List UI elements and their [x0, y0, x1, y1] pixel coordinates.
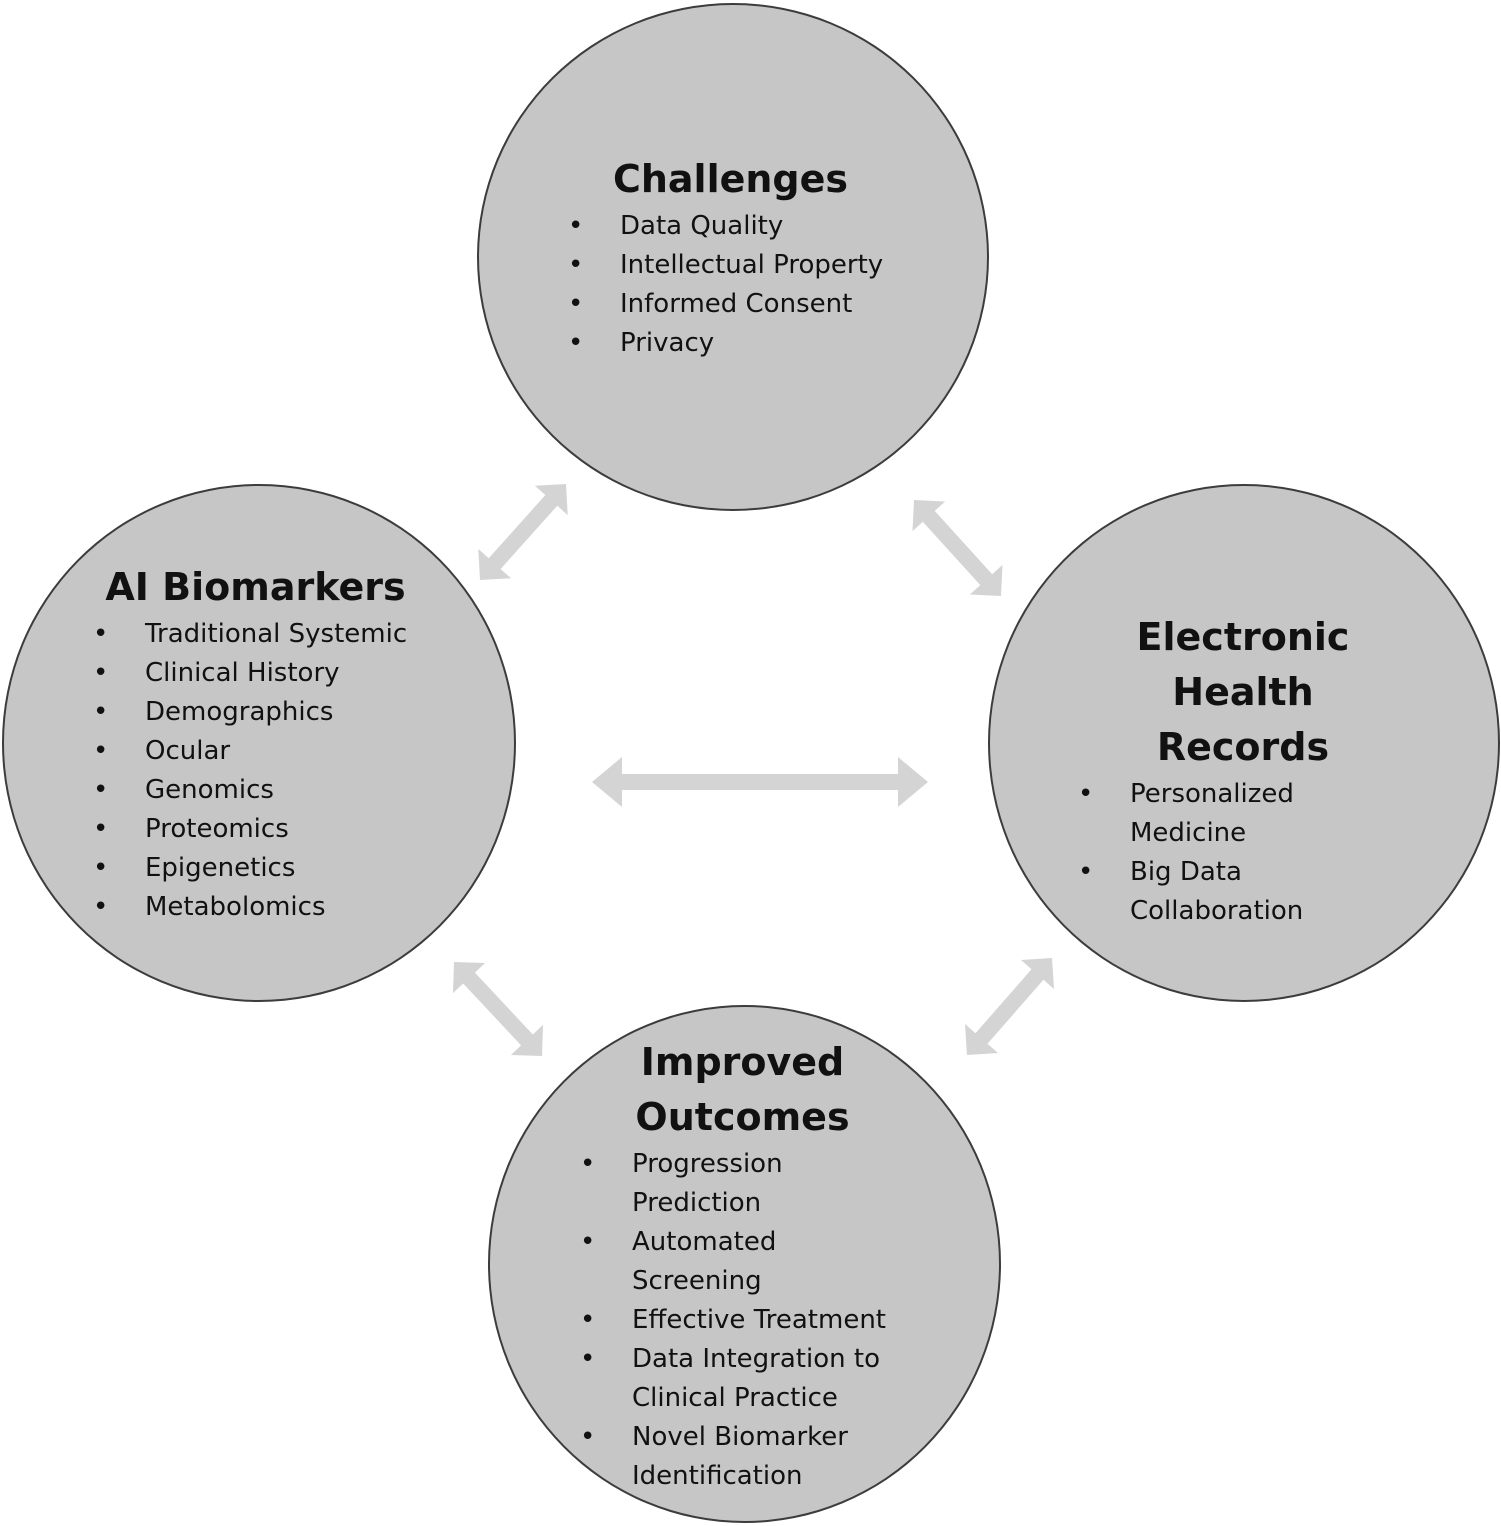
list-item: Proteomics — [93, 810, 453, 849]
list-item: Novel Biomarker Identification — [580, 1418, 920, 1496]
list-item-line1: Big Data — [1130, 857, 1242, 887]
ehr-title-line1: Electronic Health — [1136, 615, 1350, 714]
list-item: Demographics — [93, 693, 453, 732]
list-item-line2: Clinical Practice — [632, 1383, 838, 1413]
list-item: Privacy — [568, 324, 928, 363]
bidirectional-arrow-challenges-ehr — [912, 500, 1003, 596]
list-item: Informed Consent — [568, 285, 928, 324]
list-item-line1: Personalized — [1130, 779, 1294, 809]
list-item: Epigenetics — [93, 849, 453, 888]
ehr-list: Personalized Medicine Big Data Collabora… — [1078, 775, 1438, 931]
list-item: Effective Treatment — [580, 1301, 920, 1340]
ai-biomarkers-title: AI Biomarkers — [105, 565, 406, 609]
improved-outcomes-list: Progression Prediction Automated Screeni… — [580, 1145, 920, 1496]
list-item-line1: Novel Biomarker — [632, 1422, 848, 1452]
challenges-list: Data Quality Intellectual Property Infor… — [568, 207, 928, 363]
list-item: Big Data Collaboration — [1078, 853, 1438, 931]
list-item-line1: Effective Treatment — [632, 1305, 886, 1335]
list-item-line1: Data Integration to — [632, 1344, 880, 1374]
list-item: Automated Screening — [580, 1223, 920, 1301]
list-item: Data Integration to Clinical Practice — [580, 1340, 920, 1418]
bidirectional-arrow-ehr-improved-outcomes — [965, 958, 1054, 1055]
ehr-title-line2: Records — [1156, 725, 1330, 769]
improved-outcomes-title: Improved Outcomes — [580, 1035, 905, 1145]
list-item: Metabolomics — [93, 888, 453, 927]
list-item: Progression Prediction — [580, 1145, 920, 1223]
list-item: Genomics — [93, 771, 453, 810]
list-item: Data Quality — [568, 207, 928, 246]
list-item: Clinical History — [93, 654, 453, 693]
ehr-node: Electronic Health Records Personalized M… — [1078, 610, 1438, 931]
improved-outcomes-title-line2: Outcomes — [635, 1095, 850, 1139]
list-item-line1: Progression — [632, 1149, 783, 1179]
list-item-line2: Collaboration — [1130, 896, 1304, 926]
list-item-line2: Medicine — [1130, 818, 1247, 848]
list-item: Personalized Medicine — [1078, 775, 1438, 853]
bidirectional-arrow-ai-biomarkers-improved-outcomes — [453, 962, 543, 1056]
improved-outcomes-title-line1: Improved — [640, 1040, 845, 1084]
ai-biomarkers-node: AI Biomarkers Traditional Systemic Clini… — [93, 560, 453, 927]
ehr-title: Electronic Health Records — [1078, 610, 1408, 775]
list-item-line2: Screening — [632, 1266, 762, 1296]
list-item: Ocular — [93, 732, 453, 771]
list-item: Intellectual Property — [568, 246, 928, 285]
list-item-line2: Prediction — [632, 1188, 762, 1218]
bidirectional-arrow-ai-biomarkers-challenges — [478, 484, 568, 580]
improved-outcomes-node: Improved Outcomes Progression Prediction… — [580, 1035, 920, 1496]
ai-biomarkers-list: Traditional Systemic Clinical History De… — [93, 615, 453, 927]
list-item: Traditional Systemic — [93, 615, 453, 654]
challenges-node: Challenges Data Quality Intellectual Pro… — [568, 152, 928, 363]
list-item-line1: Automated — [632, 1227, 777, 1257]
list-item-line2: Identification — [632, 1461, 803, 1491]
bidirectional-arrow-ai-biomarkers-ehr — [592, 757, 928, 807]
challenges-title: Challenges — [612, 157, 849, 201]
